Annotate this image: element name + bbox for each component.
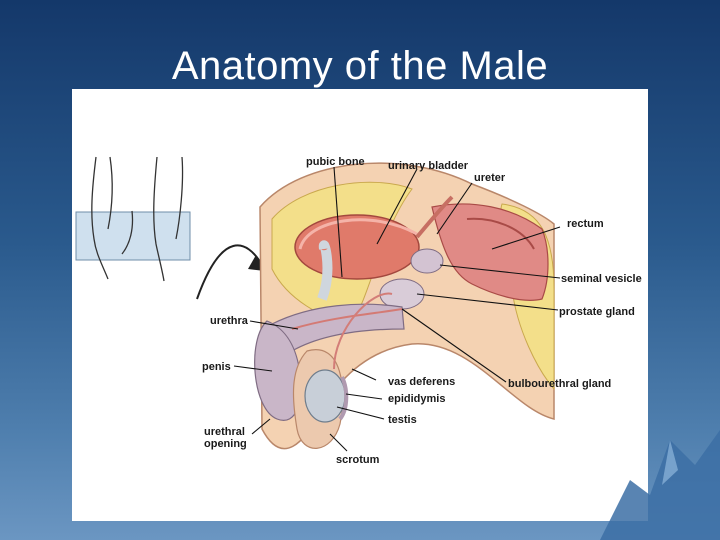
cross-section xyxy=(254,162,555,450)
orientation-inset xyxy=(75,156,265,300)
label-penis: penis xyxy=(202,361,231,373)
inset-figure-front-inner xyxy=(107,156,113,230)
mountain-shape xyxy=(600,430,720,540)
leader-vas-deferens xyxy=(351,368,377,381)
label-ureter: ureter xyxy=(474,172,506,184)
diagram-panel: pubic bone urinary bladder ureter rectum… xyxy=(72,89,648,521)
inset-figure-leg xyxy=(121,210,134,255)
leader-epididymis xyxy=(345,393,383,400)
anatomy-diagram: pubic bone urinary bladder ureter rectum… xyxy=(75,156,642,466)
label-urethral-opening-line2: opening xyxy=(204,438,247,450)
label-pubic-bone: pubic bone xyxy=(306,156,365,168)
inset-figure-side-inner xyxy=(175,156,184,240)
vas-deferens-path xyxy=(333,292,393,370)
label-rectum: rectum xyxy=(567,218,604,230)
pubic-bone-shape xyxy=(317,240,333,301)
bladder-highlight xyxy=(298,218,418,250)
leader-penis xyxy=(233,365,273,372)
leader-urethral-opening xyxy=(251,418,271,435)
leader-prostate-gland xyxy=(416,293,559,311)
label-urethral-opening-line1: urethral xyxy=(204,426,245,438)
penis-glans xyxy=(254,320,302,421)
inset-arrow-curve xyxy=(196,244,263,300)
leader-urinary-bladder xyxy=(376,168,418,245)
seminal-vesicle-shape xyxy=(410,248,444,274)
leader-urethra xyxy=(249,320,299,330)
urethra-path xyxy=(291,308,403,330)
mountain-highlight xyxy=(662,440,678,485)
epididymis-shape xyxy=(338,376,349,421)
rectum-shape xyxy=(431,203,549,301)
leader-testis xyxy=(336,406,385,420)
leader-seminal-vesicle xyxy=(439,264,561,279)
label-bulbourethral-gland: bulbourethral gland xyxy=(508,378,611,390)
leader-lines xyxy=(233,166,561,452)
testis-shape xyxy=(304,369,346,423)
leader-pubic-bone xyxy=(333,166,343,278)
label-seminal-vesicle: seminal vesicle xyxy=(561,273,642,285)
leader-scrotum xyxy=(329,433,348,452)
labels: pubic bone urinary bladder ureter rectum… xyxy=(202,156,642,466)
leader-rectum xyxy=(491,226,561,250)
decorative-mountain xyxy=(600,430,720,540)
label-urinary-bladder: urinary bladder xyxy=(388,160,469,172)
label-vas-deferens: vas deferens xyxy=(388,376,455,388)
ureter-shape xyxy=(415,195,454,239)
label-scrotum: scrotum xyxy=(336,454,380,466)
rectum-fold xyxy=(466,217,535,250)
penis-shaft xyxy=(271,303,405,352)
bladder-shape xyxy=(294,214,420,280)
leader-ureter xyxy=(436,182,473,235)
leader-bulbourethral-gland xyxy=(401,308,507,383)
label-testis: testis xyxy=(388,414,417,426)
label-epididymis: epididymis xyxy=(388,393,445,405)
inset-figure-front xyxy=(91,156,109,280)
slide-title: Anatomy of the Male xyxy=(171,44,549,88)
label-urethra: urethra xyxy=(210,315,249,327)
inset-figure-side xyxy=(153,156,165,282)
label-prostate-gland: prostate gland xyxy=(559,306,635,318)
